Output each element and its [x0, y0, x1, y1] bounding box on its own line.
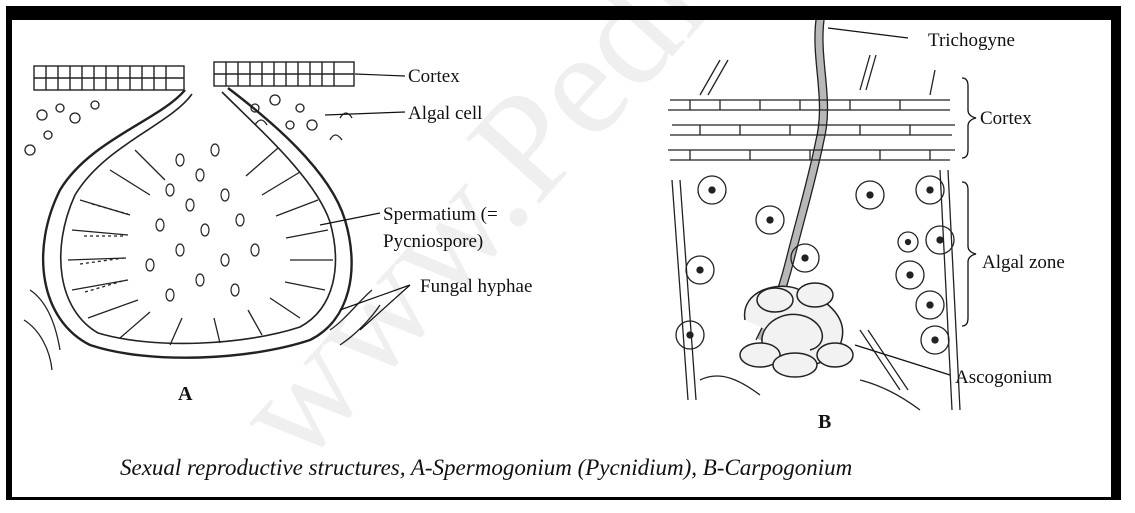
label-spermatium-2: Pycniospore) [383, 231, 483, 252]
spermatia [146, 144, 259, 301]
brace-cortex [962, 78, 976, 158]
panel-a-algal-cells [25, 95, 352, 155]
leader-cortex-a [355, 74, 405, 76]
label-algal-cell: Algal cell [408, 103, 482, 124]
label-trichogyne: Trichogyne [928, 30, 1015, 51]
label-spermatium-1: Spermatium (= [383, 204, 498, 225]
brace-algal-zone [962, 182, 976, 326]
label-ascogonium: Ascogonium [955, 367, 1052, 388]
label-fungal-hyphae: Fungal hyphae [420, 276, 532, 297]
panel-b-drawing [668, 20, 960, 410]
figure-caption: Sexual reproductive structures, A-Spermo… [120, 455, 1100, 481]
panel-b-letter: B [818, 411, 831, 433]
panel-a-cortex-right [214, 62, 354, 86]
panel-a-cortex-left [34, 66, 184, 90]
panel-b-leaders [828, 28, 976, 375]
label-algal-zone: Algal zone [982, 252, 1065, 273]
panel-b-cortex-hyphae [668, 55, 955, 160]
leader-ascogonium [855, 345, 950, 375]
label-cortex-a: Cortex [408, 66, 460, 87]
leader-algal-cell [325, 112, 405, 115]
ascogonium-coil [740, 283, 853, 377]
panel-a-letter: A [178, 383, 193, 405]
label-cortex-b: Cortex [980, 108, 1032, 129]
leader-trichogyne [828, 28, 908, 38]
